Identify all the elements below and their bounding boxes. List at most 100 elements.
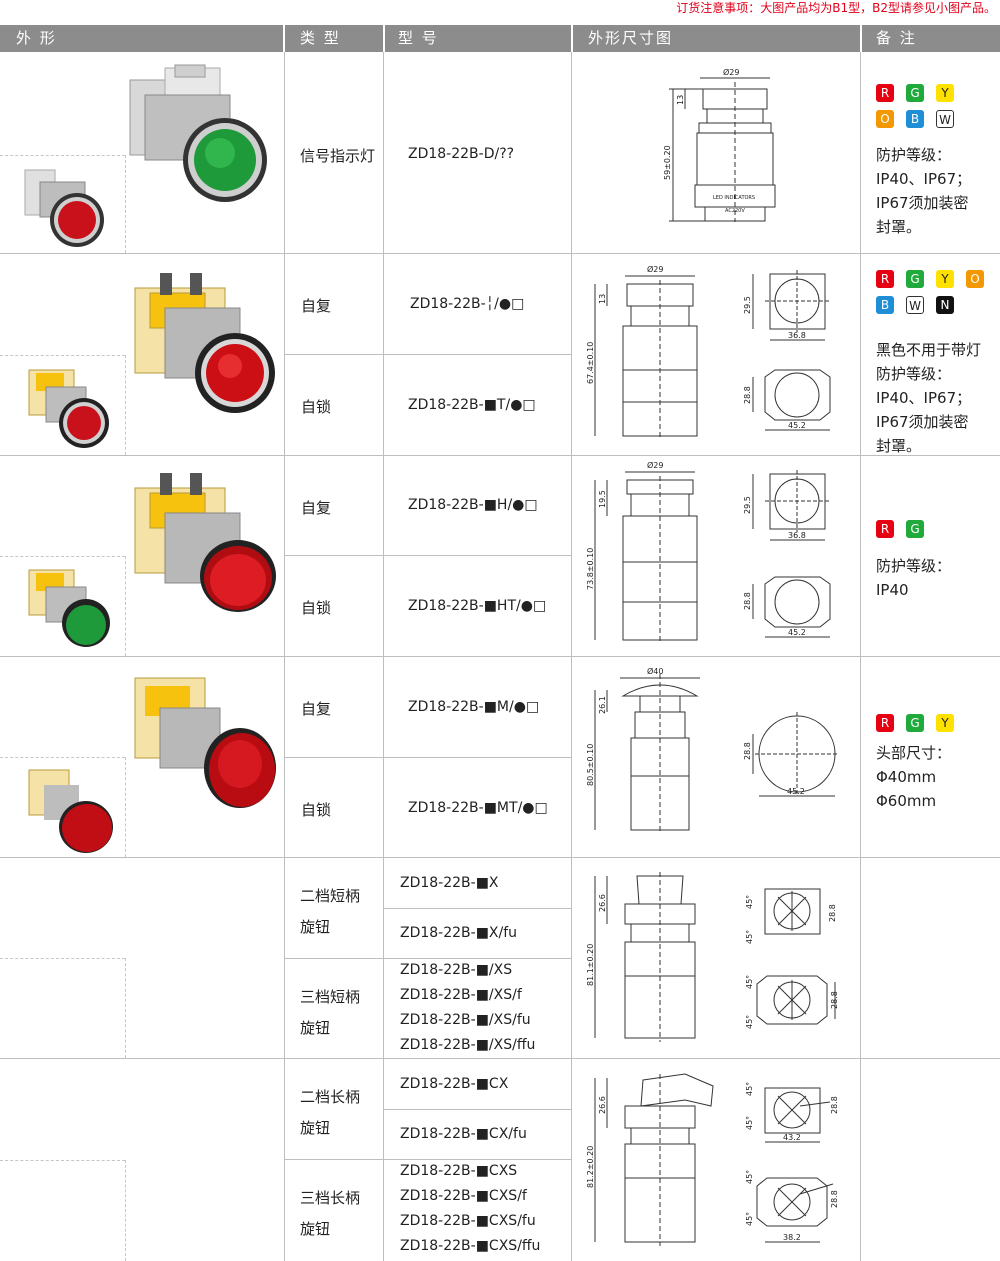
dim-diameter: Ø29 (647, 264, 663, 274)
dim-width: 45.2 (788, 628, 806, 637)
dimension-drawing-long-selector: 26.6 81.2±0.20 45° 45° 28.8 43.2 45° 45°… (586, 1073, 839, 1246)
dim-width: 28.8 (830, 991, 839, 1009)
dim-angle: 45° (745, 895, 754, 909)
dim-width: 36.8 (788, 331, 806, 340)
type-latching: 自锁 (301, 398, 332, 416)
color-chip: G (906, 714, 924, 732)
model-code: ZD18-22B-■X (400, 875, 499, 891)
remark-text: 黑色不用于带灯防护等级：IP40、IP67；IP67须加装密封罩。 (876, 341, 982, 455)
indicator-lamp-small-image (24, 169, 104, 247)
color-chip: R (876, 270, 894, 288)
color-chip: Y (936, 714, 954, 732)
model-code: ZD18-22B-■/XS/f (400, 987, 522, 1003)
dim-width: 38.2 (783, 1233, 801, 1242)
type-momentary: 自复 (301, 700, 332, 718)
model-code: ZD18-22B-■/XS/ffu (400, 1037, 536, 1053)
dim-length: 67.4±0.10 (586, 342, 595, 384)
type-latching: 自锁 (301, 801, 332, 819)
dim-width: 36.8 (788, 531, 806, 540)
dim-angle: 45° (745, 1082, 754, 1096)
type-two-position-long-line2: 旋钮 (300, 1119, 331, 1137)
dim-height: 26.6 (598, 894, 607, 912)
color-chip: G (906, 270, 924, 288)
color-chip: R (876, 520, 894, 538)
dim-width: 45.2 (788, 421, 806, 430)
header-remark: 备 注 (876, 29, 917, 47)
dim-diameter: Ø40 (647, 666, 663, 676)
dim-width: 45.2 (787, 787, 805, 796)
color-chip: Y (936, 270, 954, 288)
model-code: ZD18-22B-■T/●□ (408, 397, 536, 413)
color-chip: N (936, 296, 954, 314)
type-three-position-long-line2: 旋钮 (300, 1220, 331, 1238)
dim-width: 28.8 (830, 1096, 839, 1114)
dim-angle: 45° (745, 1170, 754, 1184)
mushroom-button-large-image (134, 677, 276, 808)
model-code: ZD18-22B-■CXS/f (400, 1188, 527, 1204)
dim-height: 13 (598, 294, 607, 304)
dim-width: 28.8 (743, 742, 752, 760)
order-note: 订货注意事项：大图产品均为B1型，B2型请参见小图产品。 (676, 1, 996, 15)
dim-width: 28.8 (828, 904, 837, 922)
type-indicator-lamp: 信号指示灯 (300, 147, 376, 165)
dimension-drawing-mushroom-button: Ø40 26.1 80.5±0.10 28.8 45.2 (586, 666, 839, 834)
color-chip: B (876, 296, 894, 314)
dim-length: 73.8±0.10 (586, 548, 595, 590)
dim-length: 80.5±0.10 (586, 744, 595, 786)
dim-label-led: LED INDICATORS (713, 195, 755, 201)
dim-height: 26.6 (598, 1096, 607, 1114)
color-chip: O (876, 110, 894, 128)
color-chip: R (876, 714, 894, 732)
type-three-position-short-line1: 三档短柄 (300, 988, 361, 1006)
header-shape: 外 形 (16, 29, 57, 47)
dim-height: 26.1 (598, 696, 607, 714)
type-three-position-long-line1: 三档长柄 (300, 1189, 361, 1207)
model-code: ZD18-22B-■CX (400, 1076, 509, 1092)
header-model: 型 号 (398, 29, 439, 47)
pushbutton-extended-small-image (28, 569, 110, 647)
mushroom-button-small-image (28, 769, 113, 853)
model-code: ZD18-22B-■H/●□ (408, 497, 538, 513)
model-code: ZD18-22B-■CX/fu (400, 1126, 527, 1142)
color-chip: B (906, 110, 924, 128)
dim-angle: 45° (745, 975, 754, 989)
dim-length: 81.1±0.20 (586, 944, 595, 986)
model-code: ZD18-22B-■MT/●□ (408, 800, 548, 816)
dimension-drawing-indicator-lamp: Ø29 13 59±0.20 LED INDICATORS AC220V (663, 67, 776, 222)
dim-width: 28.8 (743, 592, 752, 610)
remark-text: 防护等级：IP40 (876, 557, 952, 599)
model-code: ZD18-22B-■CXS (400, 1163, 518, 1179)
color-chip: R (876, 84, 894, 102)
header-dimension: 外形尺寸图 (588, 29, 674, 47)
dim-angle: 45° (745, 1015, 754, 1029)
dim-width: 28.8 (743, 386, 752, 404)
dim-width: 29.5 (743, 496, 752, 514)
model-code: ZD18-22B-■/XS/fu (400, 1012, 531, 1028)
dim-diameter: Ø29 (723, 67, 739, 77)
dim-width: 29.5 (743, 296, 752, 314)
dim-width: 28.8 (830, 1190, 839, 1208)
dim-height: 13 (676, 95, 685, 105)
type-two-position-short-line1: 二档短柄 (300, 887, 361, 905)
model-code: ZD18-22B-■HT/●□ (408, 598, 547, 614)
dimension-drawing-extended-button: Ø29 19.5 73.8±0.10 29.5 36.8 28.8 45.2 (586, 460, 831, 644)
dim-diameter: Ø29 (647, 460, 663, 470)
type-three-position-short-line2: 旋钮 (300, 1019, 331, 1037)
model-code: ZD18-22B-■/XS (400, 962, 513, 978)
color-chip: G (906, 520, 924, 538)
dim-angle: 45° (745, 1116, 754, 1130)
model-code: ZD18-22B-■CXS/fu (400, 1213, 536, 1229)
model-code: ZD18-22B-■M/●□ (408, 699, 540, 715)
type-latching: 自锁 (301, 599, 332, 617)
pushbutton-extended-large-image (134, 473, 276, 612)
dim-height: 19.5 (598, 490, 607, 508)
table-header: 外 形 类 型 型 号 外形尺寸图 备 注 (0, 25, 1000, 52)
color-chip: W (906, 296, 924, 314)
dim-angle: 45° (745, 930, 754, 944)
color-chip: O (966, 270, 984, 288)
model-code: ZD18-22B-D/?? (408, 146, 515, 162)
header-type: 类 型 (300, 29, 341, 47)
